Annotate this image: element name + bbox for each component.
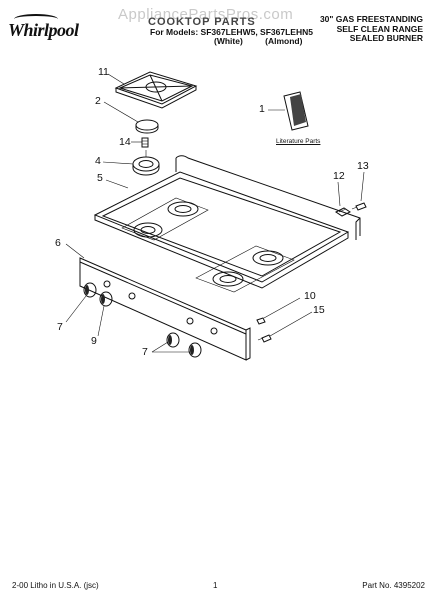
cooktop-panel: [93, 155, 361, 293]
whirlpool-logo: Whirlpool: [8, 14, 79, 41]
hardware-10: [256, 317, 266, 325]
model-variants: (White) (Almond): [214, 36, 303, 46]
control-knobs: [83, 282, 202, 358]
watermark: AppliancePartsPros.com: [118, 6, 294, 23]
manifold-panel: [79, 257, 251, 361]
product-type-line2: SELF CLEAN RANGE: [336, 24, 423, 34]
callout-11: 11: [98, 66, 109, 78]
page-title: COOKTOP PARTS: [148, 16, 256, 28]
footer-litho: 2-00 Litho in U.S.A. (jsc): [12, 581, 99, 590]
burner-cap: [135, 119, 159, 131]
burner-grate: [114, 71, 198, 109]
callout-7-right: 7: [142, 346, 148, 358]
part-number: Part No. 4395202: [362, 581, 425, 590]
callout-12: 12: [333, 170, 345, 182]
page-number: 1: [213, 581, 218, 590]
callout-13: 13: [357, 160, 369, 172]
callout-1: 1: [259, 103, 265, 115]
leader-lines: [65, 73, 365, 353]
literature-booklet: [283, 91, 309, 131]
callout-14: 14: [119, 136, 131, 148]
model-numbers: For Models: SF367LEHW5, SF367LEHN5: [150, 27, 313, 37]
callout-15: 15: [313, 304, 325, 316]
product-type-line1: 30" GAS FREESTANDING: [319, 14, 423, 24]
callout-10: 10: [304, 290, 316, 302]
orifice-spud: [141, 137, 149, 148]
callout-9: 9: [91, 335, 97, 347]
mounting-clip: [335, 207, 351, 217]
screw-13: [351, 202, 367, 211]
callout-2: 2: [95, 95, 101, 107]
callout-6: 6: [55, 237, 61, 249]
callout-5: 5: [97, 172, 103, 184]
callout-7-left: 7: [57, 321, 63, 333]
product-type-line3: SEALED BURNER: [349, 33, 423, 43]
callout-4: 4: [95, 155, 101, 167]
burner-base: [132, 150, 160, 176]
literature-parts-label: Literature Parts: [276, 138, 321, 145]
hardware-15: [257, 334, 272, 343]
logo-swoosh-icon: [14, 14, 58, 24]
